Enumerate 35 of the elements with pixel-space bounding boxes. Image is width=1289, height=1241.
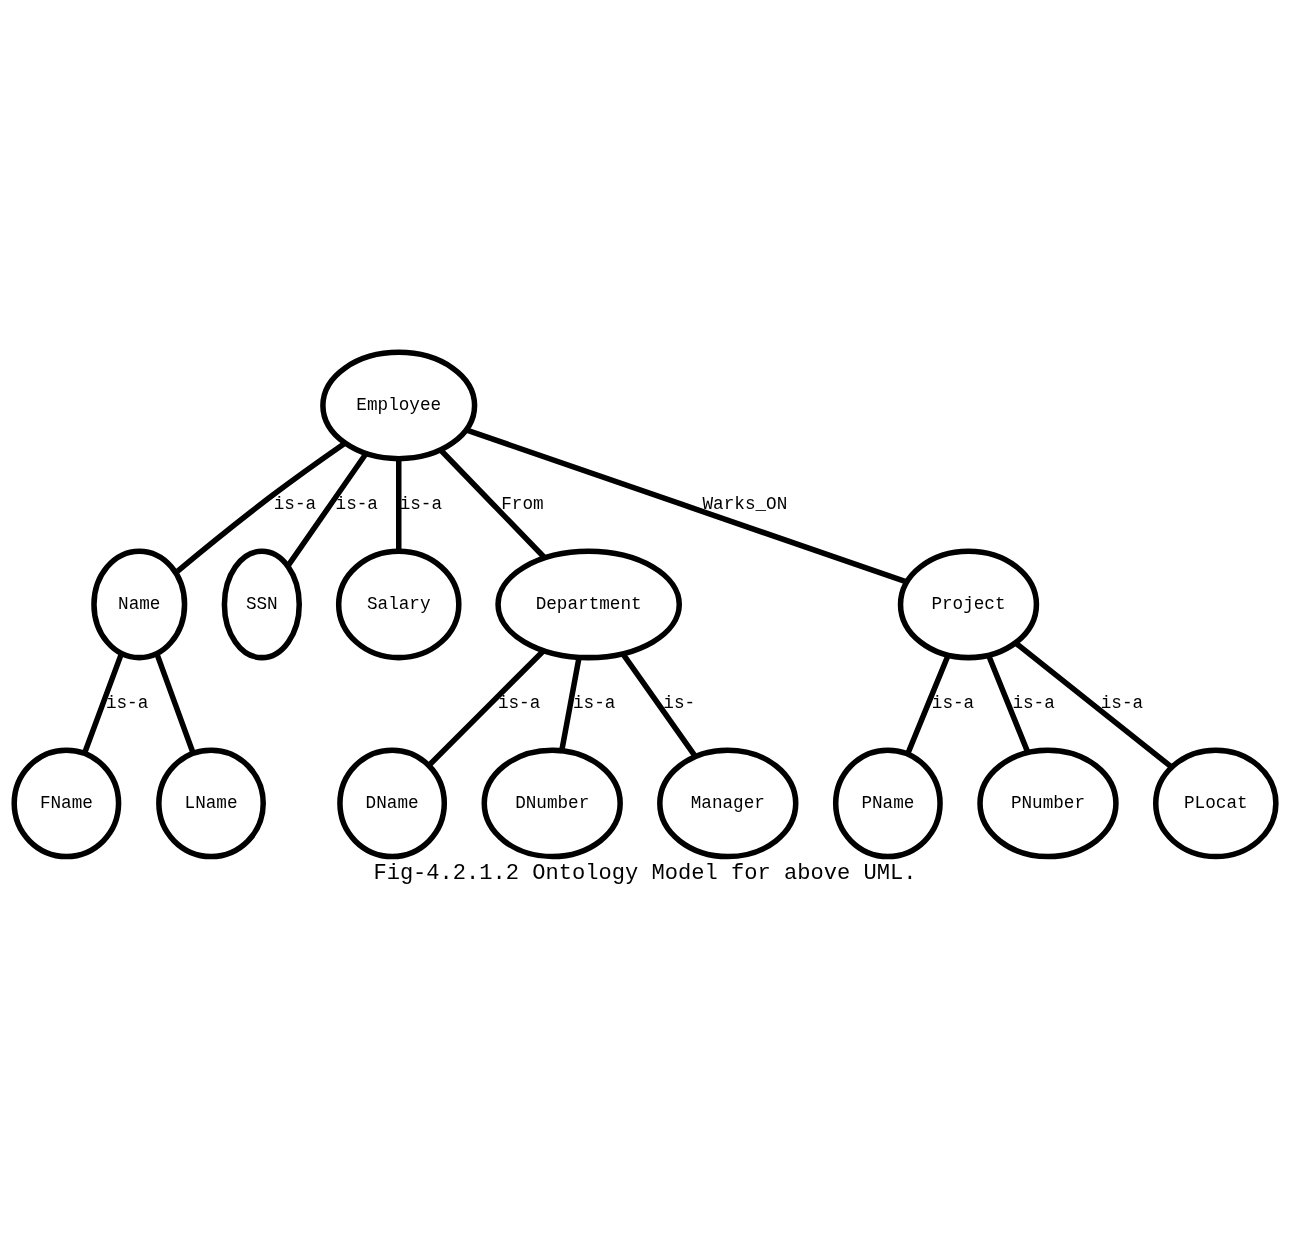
node-ellipse: DNumber bbox=[481, 746, 623, 859]
node-ellipse: PNumber bbox=[976, 746, 1119, 859]
node-ellipse: Employee bbox=[319, 349, 477, 461]
connector bbox=[426, 648, 545, 767]
edge-label: is- bbox=[662, 692, 695, 713]
node-circle: LName bbox=[155, 746, 266, 859]
connector bbox=[1013, 640, 1173, 769]
edge-label: is-a bbox=[1100, 692, 1143, 713]
edge-label: is-a bbox=[399, 493, 442, 514]
edge-label: is-a bbox=[572, 692, 615, 713]
edge-label: is-a bbox=[497, 692, 540, 713]
node-ellipse: Salary bbox=[335, 548, 462, 660]
edge-label: is-a bbox=[105, 692, 148, 713]
node-ellipse: Manager bbox=[656, 746, 798, 859]
node-ellipse: SSN bbox=[221, 548, 302, 660]
connector bbox=[81, 652, 124, 754]
connector bbox=[173, 440, 346, 575]
edge-label: From bbox=[500, 493, 544, 514]
caption: Fig-4.2.1.2 Ontology Model for above UML. bbox=[372, 860, 917, 886]
node-circle: FName bbox=[10, 746, 121, 859]
node-ellipse: Department bbox=[494, 548, 682, 660]
node-ellipse: Name bbox=[90, 548, 187, 660]
edge-label: Warks_ON bbox=[702, 493, 787, 514]
node-circle: DName bbox=[336, 746, 447, 859]
connector bbox=[464, 426, 907, 585]
edge-label: is-a bbox=[1011, 692, 1055, 713]
connector bbox=[153, 652, 196, 754]
node-ellipse: PLocat bbox=[1152, 746, 1279, 859]
node-circle: PName bbox=[832, 746, 943, 859]
edge-label: is-a bbox=[273, 493, 316, 514]
edge-label: is-a bbox=[931, 692, 974, 713]
connector bbox=[395, 458, 401, 551]
connector bbox=[438, 447, 547, 560]
node-ellipse: Project bbox=[897, 548, 1039, 660]
edge-label: is-a bbox=[335, 493, 378, 514]
